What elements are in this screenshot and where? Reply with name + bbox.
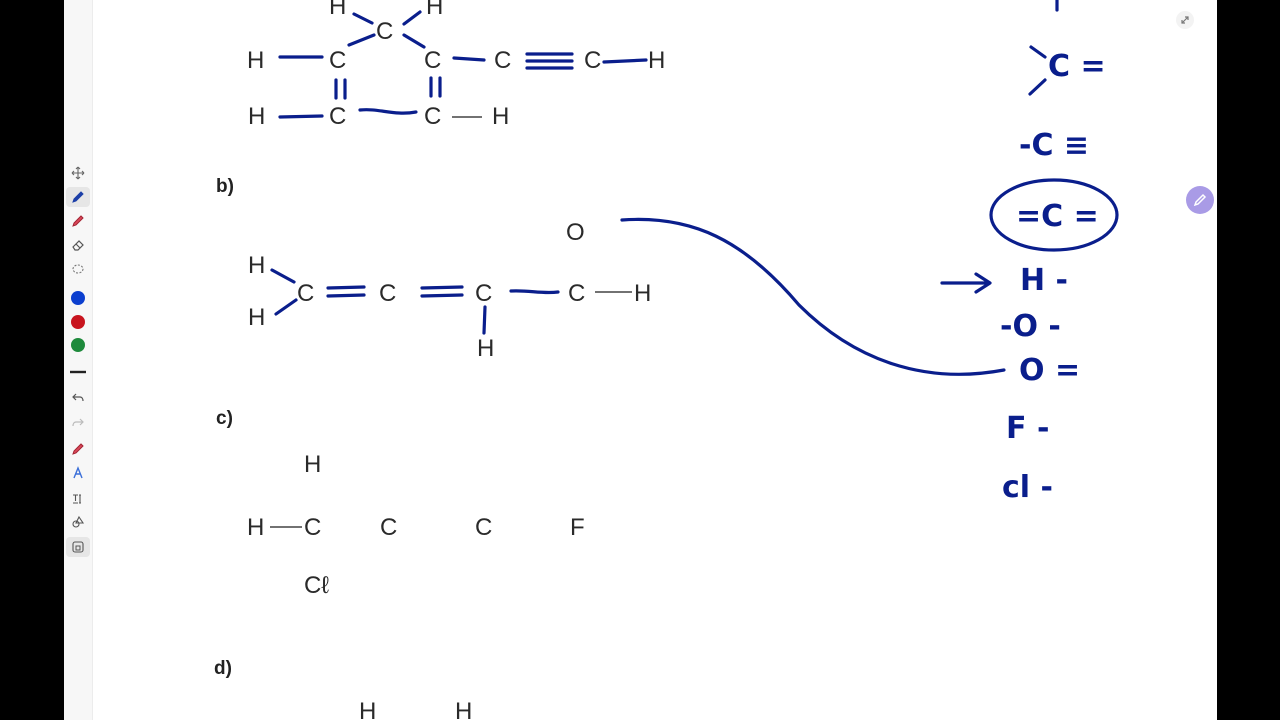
stroke-width-icon	[70, 370, 86, 374]
shapes-icon	[72, 515, 85, 528]
atom-h: H	[329, 0, 347, 20]
question-label-d: d)	[214, 658, 232, 679]
atom-h: H	[248, 304, 266, 331]
atom-h: H	[634, 280, 652, 307]
collapse-icon	[1181, 16, 1189, 24]
move-icon	[71, 166, 85, 180]
drawing-toolbar	[64, 0, 93, 720]
pen-icon	[1193, 193, 1207, 207]
color-swatch-red[interactable]	[71, 315, 85, 329]
ink-bond	[429, 76, 442, 98]
note-c-double-both: =C =	[1016, 199, 1099, 234]
ink-bond	[452, 56, 486, 62]
ink-bond	[509, 289, 560, 295]
ink-bond	[482, 305, 487, 335]
undo-icon	[72, 393, 84, 402]
atom-h: H	[248, 103, 266, 130]
lock-icon	[72, 541, 84, 553]
atom-o: O	[566, 219, 585, 246]
ink-bond	[278, 114, 324, 119]
ink-bond	[274, 298, 298, 316]
floating-pen-button[interactable]	[1186, 186, 1214, 214]
move-tool[interactable]	[66, 163, 90, 183]
atom-h: H	[648, 47, 666, 74]
atom-h: H	[492, 103, 510, 130]
highlighter-tool[interactable]	[66, 211, 90, 231]
question-label-b: b)	[216, 176, 234, 197]
ink-arrow	[940, 272, 992, 294]
ink-bond	[358, 108, 418, 115]
undo-button[interactable]	[66, 388, 90, 408]
atom-h: H	[248, 252, 266, 279]
color-swatch-blue[interactable]	[71, 291, 85, 305]
ink-bond	[347, 33, 376, 47]
ink-circle	[989, 178, 1119, 252]
worksheet-page: H C H H C C C C H H C C H b) O H H C C C…	[64, 0, 1217, 720]
atom-h: H	[247, 47, 265, 74]
atom-c: C	[584, 47, 602, 74]
redo-icon	[72, 418, 84, 427]
note-o-single: -O -	[1000, 309, 1061, 344]
ink-bond	[326, 285, 366, 298]
marker-tool[interactable]	[66, 439, 90, 459]
atom-c: C	[376, 18, 394, 45]
atom-f: F	[570, 514, 585, 541]
ink-curve	[620, 217, 1006, 376]
atom-c: C	[494, 47, 512, 74]
lock-button[interactable]	[66, 537, 90, 557]
note-cl-single: cl -	[1002, 470, 1053, 505]
atom-cl: Cℓ	[304, 572, 330, 599]
ink-bond	[420, 285, 464, 298]
note-o-double: O =	[1019, 353, 1081, 388]
ink-bond	[402, 10, 422, 26]
lasso-tool[interactable]	[66, 260, 90, 280]
note-h-single: H -	[1020, 263, 1069, 298]
collapse-button[interactable]	[1176, 11, 1194, 29]
atom-c: C	[475, 514, 493, 541]
atom-h: H	[477, 335, 495, 362]
atom-h: H	[247, 514, 265, 541]
highlighter-icon	[72, 215, 84, 227]
color-swatch-green[interactable]	[71, 338, 85, 352]
note-c-double: C =	[1048, 49, 1106, 84]
ink-bond	[402, 33, 426, 49]
atom-h: H	[426, 0, 444, 20]
text-tool-icon	[73, 494, 81, 504]
atom-c: C	[568, 280, 586, 307]
ink-stroke	[1028, 45, 1047, 96]
ink-bond	[352, 12, 374, 25]
stroke-width-selector[interactable]	[66, 362, 90, 382]
shape-recognize-icon	[73, 466, 83, 479]
note-f-single: F -	[1006, 411, 1050, 446]
pen-icon	[72, 191, 84, 203]
atom-c: C	[424, 103, 442, 130]
text-tool[interactable]	[66, 488, 90, 508]
shapes-tool[interactable]	[66, 512, 90, 532]
atom-h: H	[455, 698, 473, 720]
marker-icon	[72, 443, 84, 455]
atom-h: H	[304, 451, 322, 478]
lasso-icon	[72, 264, 84, 274]
shape-recognize-tool[interactable]	[66, 463, 90, 483]
redo-button[interactable]	[66, 413, 90, 433]
atom-c: C	[475, 280, 493, 307]
atom-c: C	[329, 103, 347, 130]
ink-bond	[334, 78, 347, 100]
ink-strokes	[270, 0, 1119, 528]
ink-bond	[602, 58, 648, 64]
question-label-c: c)	[216, 408, 233, 429]
ink-bond	[270, 268, 296, 284]
note-c-triple: -C ≡	[1019, 128, 1090, 163]
pen-tool[interactable]	[66, 187, 90, 207]
atom-c: C	[329, 47, 347, 74]
eraser-icon	[72, 240, 84, 251]
atom-c: C	[424, 47, 442, 74]
atom-c: C	[297, 280, 315, 307]
atom-c: C	[380, 514, 398, 541]
eraser-tool[interactable]	[66, 235, 90, 255]
atom-h: H	[359, 698, 377, 720]
atom-c: C	[379, 280, 397, 307]
atom-c: C	[304, 514, 322, 541]
ink-bond	[525, 52, 574, 70]
